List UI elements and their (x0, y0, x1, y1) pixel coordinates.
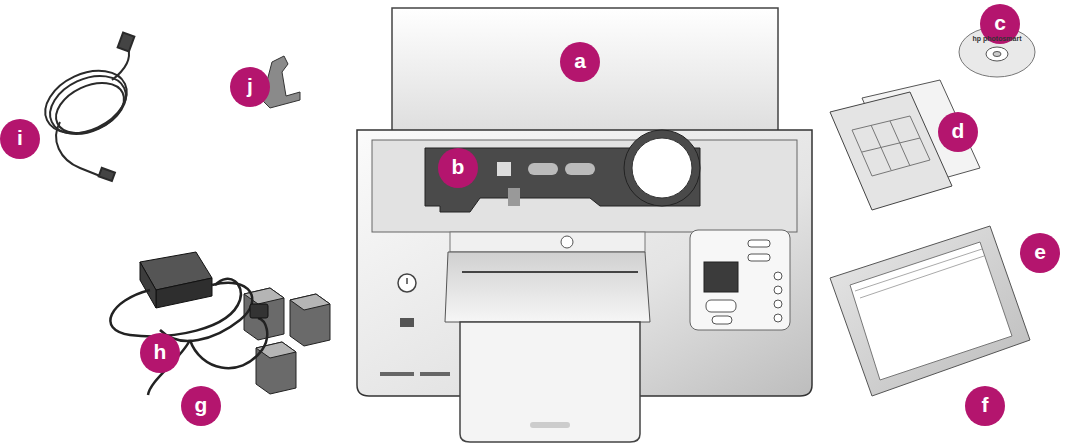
callout-letter: h (140, 333, 180, 373)
logo-mark (561, 236, 573, 248)
panel-button (774, 272, 782, 280)
lcd-screen (704, 262, 738, 292)
tray-grip (530, 422, 570, 428)
printer-cavity (372, 140, 797, 232)
power-adapter (110, 252, 268, 395)
tray-slot (528, 163, 558, 175)
front-ledge (450, 232, 645, 252)
panel-button (774, 286, 782, 294)
panel-button (774, 314, 782, 322)
paper-pack (830, 226, 1030, 396)
tray-slot (565, 163, 595, 175)
panel-button (712, 316, 732, 324)
cd-hole (993, 52, 1001, 57)
photo-paper (850, 242, 1012, 380)
output-tray (445, 252, 650, 322)
panel-button (748, 254, 770, 261)
callout-letter: j (230, 67, 270, 107)
usb-cable (35, 32, 137, 181)
panel-button (706, 300, 736, 312)
tray-mark (497, 162, 511, 176)
paper-edges (855, 249, 984, 298)
camera-port (400, 318, 414, 327)
callout-letter: i (0, 119, 40, 159)
ink-cartridges (244, 288, 330, 394)
paper-slot (462, 271, 638, 273)
cd-tray-ring (624, 130, 700, 206)
printer-lid (392, 8, 778, 150)
callout-letter: b (438, 148, 478, 188)
panel-button (774, 300, 782, 308)
tray-extension (460, 322, 640, 442)
callout-letter: g (181, 386, 221, 426)
callout-letter: e (1020, 233, 1060, 273)
cd-disc (959, 27, 1035, 77)
callout-letter: f (965, 386, 1005, 426)
power-button (398, 274, 416, 292)
power-symbol (406, 278, 408, 284)
tray-tab (508, 188, 520, 206)
callout-letter: d (938, 112, 978, 152)
cd-hub (986, 47, 1008, 61)
panel-button (748, 240, 770, 247)
control-panel (690, 230, 790, 330)
disc-label: hp photosmart (973, 35, 1022, 42)
booklet-grid (852, 116, 930, 176)
callout-letter: a (560, 42, 600, 82)
card-slot (420, 372, 450, 376)
booklet (830, 92, 952, 210)
cd-tray-hole (632, 138, 692, 198)
booklet-grid (862, 121, 920, 170)
card-slot (380, 372, 414, 376)
